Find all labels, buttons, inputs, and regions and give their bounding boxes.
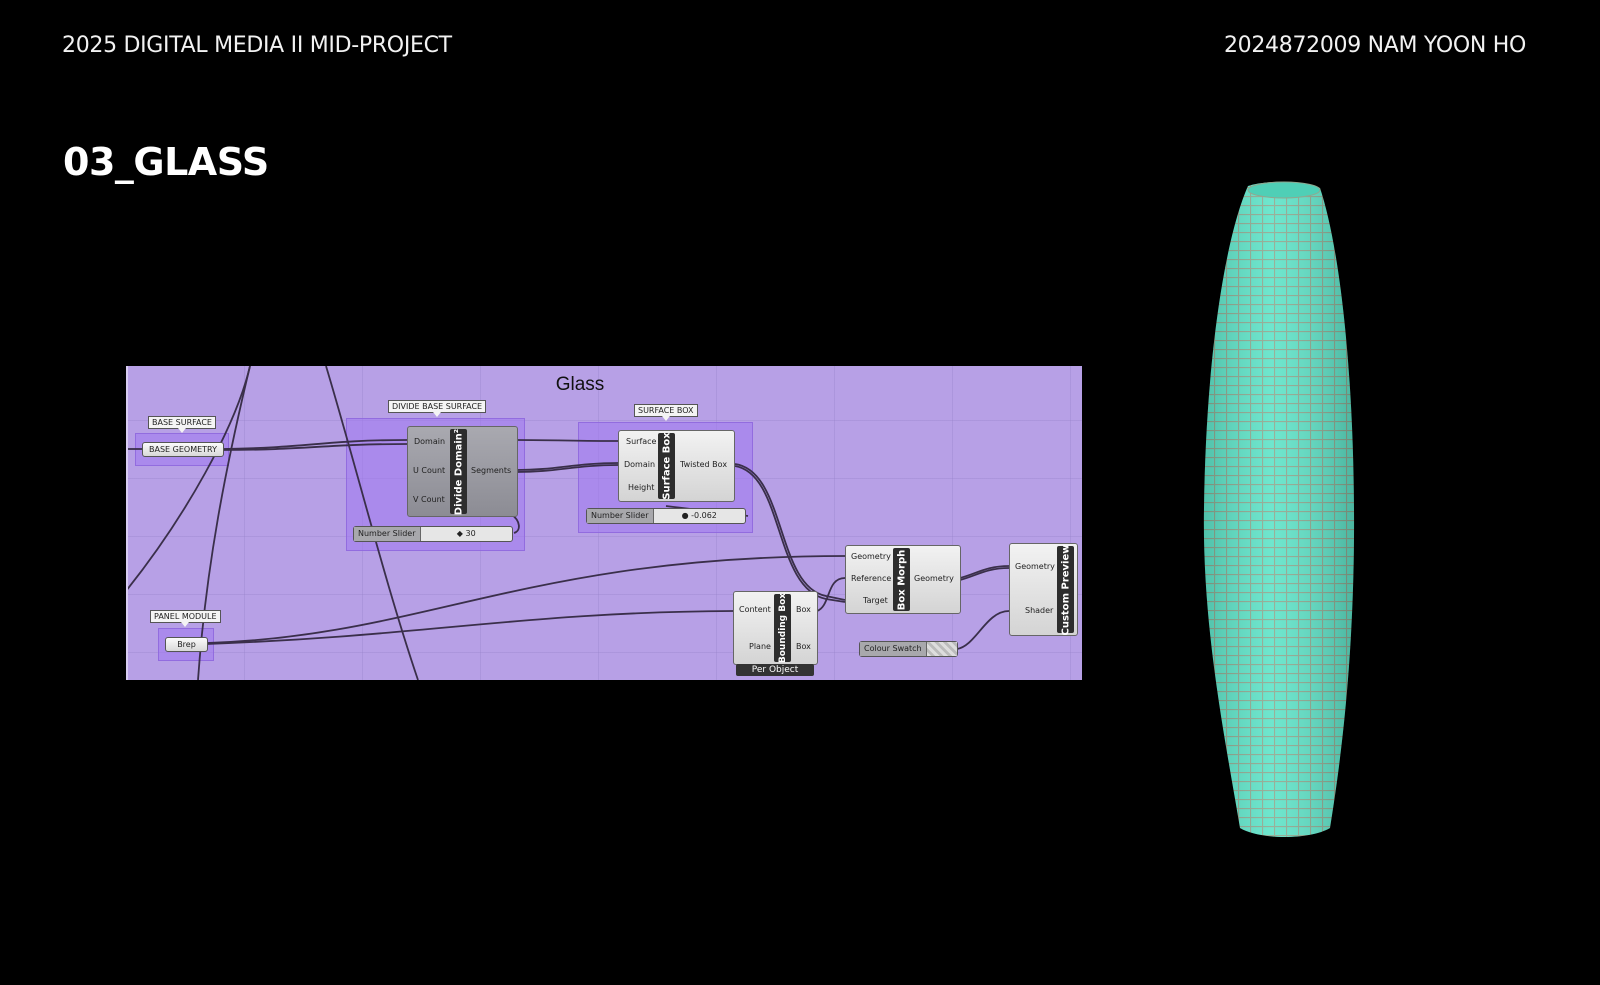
output-geometry[interactable]: Geometry	[914, 574, 954, 583]
wire	[126, 366, 251, 592]
bounding-box-footer: Per Object	[736, 664, 814, 676]
surface-box-component[interactable]: Surface Domain Height Surface Box Twiste…	[618, 430, 735, 502]
section-title: 03_GLASS	[63, 140, 269, 184]
output-segments[interactable]: Segments	[471, 466, 512, 475]
header-right: 2024872009 NAM YOON HO	[1223, 33, 1526, 58]
group-title: Glass	[555, 374, 605, 395]
glass-top	[1247, 181, 1321, 199]
grasshopper-canvas[interactable]: Glass BASE SURFACE BASE GEOMETRY DIVIDE …	[126, 366, 1082, 680]
param-brep[interactable]: Brep	[165, 637, 208, 652]
input-surface[interactable]: Surface	[626, 437, 657, 446]
number-slider-height[interactable]: Number Slider ● -0.062	[586, 508, 746, 524]
wire	[516, 464, 619, 473]
colour-swatch[interactable]: Colour Swatch	[859, 641, 958, 657]
input-target[interactable]: Target	[863, 596, 888, 605]
component-name-strip: Custom Preview	[1057, 544, 1074, 635]
component-name-strip: Bounding Box	[774, 592, 791, 664]
wire	[206, 610, 734, 645]
component-name: Surface Box	[661, 432, 672, 500]
component-name: Custom Preview	[1060, 544, 1071, 635]
glass-tower-render	[1203, 181, 1355, 837]
wire	[221, 443, 408, 451]
input-plane[interactable]: Plane	[749, 642, 771, 651]
wire	[956, 610, 1010, 650]
slider-value[interactable]: ◆ 30	[456, 529, 476, 538]
slider-value-text: 30	[465, 529, 476, 538]
component-name-strip: Divide Domain²	[450, 428, 467, 515]
component-name: Box Morph	[896, 549, 907, 610]
component-name-strip: Surface Box	[658, 432, 675, 500]
output-twisted-box[interactable]: Twisted Box	[680, 460, 728, 469]
wire	[734, 463, 846, 601]
tag-base-surface: BASE SURFACE	[148, 416, 216, 433]
param-base-geometry[interactable]: BASE GEOMETRY	[142, 442, 224, 457]
swatch-color[interactable]	[926, 642, 957, 656]
output-box-2[interactable]: Box	[796, 642, 811, 651]
wire	[197, 366, 251, 680]
slider-value-text: -0.062	[691, 511, 717, 520]
wire	[325, 366, 419, 680]
bounding-box-component[interactable]: Content Plane Bounding Box Box Box	[733, 591, 818, 665]
swatch-label: Colour Swatch	[860, 642, 927, 656]
input-shader[interactable]: Shader	[1025, 606, 1054, 615]
header-left: 2025 DIGITAL MEDIA II MID-PROJECT	[62, 33, 452, 58]
input-geometry[interactable]: Geometry	[851, 552, 891, 561]
wire	[516, 439, 619, 442]
wire	[221, 439, 408, 450]
output-box[interactable]: Box	[796, 605, 811, 614]
wire	[206, 555, 846, 644]
wire	[959, 567, 1010, 581]
input-content[interactable]: Content	[739, 605, 771, 614]
wire	[734, 465, 846, 603]
input-geometry[interactable]: Geometry	[1015, 562, 1055, 571]
wires	[126, 366, 1010, 680]
divide-domain-component[interactable]: Domain U Count V Count Divide Domain² Se…	[407, 426, 518, 517]
wire	[516, 462, 619, 471]
component-name-strip: Box Morph	[893, 548, 910, 611]
tag-panel-module: PANEL MODULE	[150, 610, 221, 627]
slider-value[interactable]: ● -0.062	[681, 511, 717, 520]
tag-divide-base-surface: DIVIDE BASE SURFACE	[388, 400, 487, 417]
input-domain[interactable]: Domain	[624, 460, 656, 469]
tag-surface-box: SURFACE BOX	[634, 404, 698, 421]
slider-label: Number Slider	[354, 527, 421, 541]
input-v-count[interactable]: V Count	[413, 495, 445, 504]
glass-shading	[1203, 181, 1355, 837]
canvas-corner-accent	[126, 366, 128, 680]
box-morph-component[interactable]: Geometry Reference Target Box Morph Geom…	[845, 545, 961, 614]
component-name: Divide Domain²	[453, 428, 464, 515]
component-name: Bounding Box	[777, 592, 788, 664]
number-slider-count[interactable]: Number Slider ◆ 30	[353, 526, 513, 542]
slider-label: Number Slider	[587, 509, 654, 523]
input-reference[interactable]: Reference	[851, 574, 892, 583]
custom-preview-component[interactable]: Geometry Shader Custom Preview	[1009, 543, 1078, 636]
input-height[interactable]: Height	[628, 483, 655, 492]
input-u-count[interactable]: U Count	[413, 466, 446, 475]
wire	[959, 565, 1010, 579]
input-domain[interactable]: Domain	[414, 437, 446, 446]
wire	[816, 577, 846, 612]
